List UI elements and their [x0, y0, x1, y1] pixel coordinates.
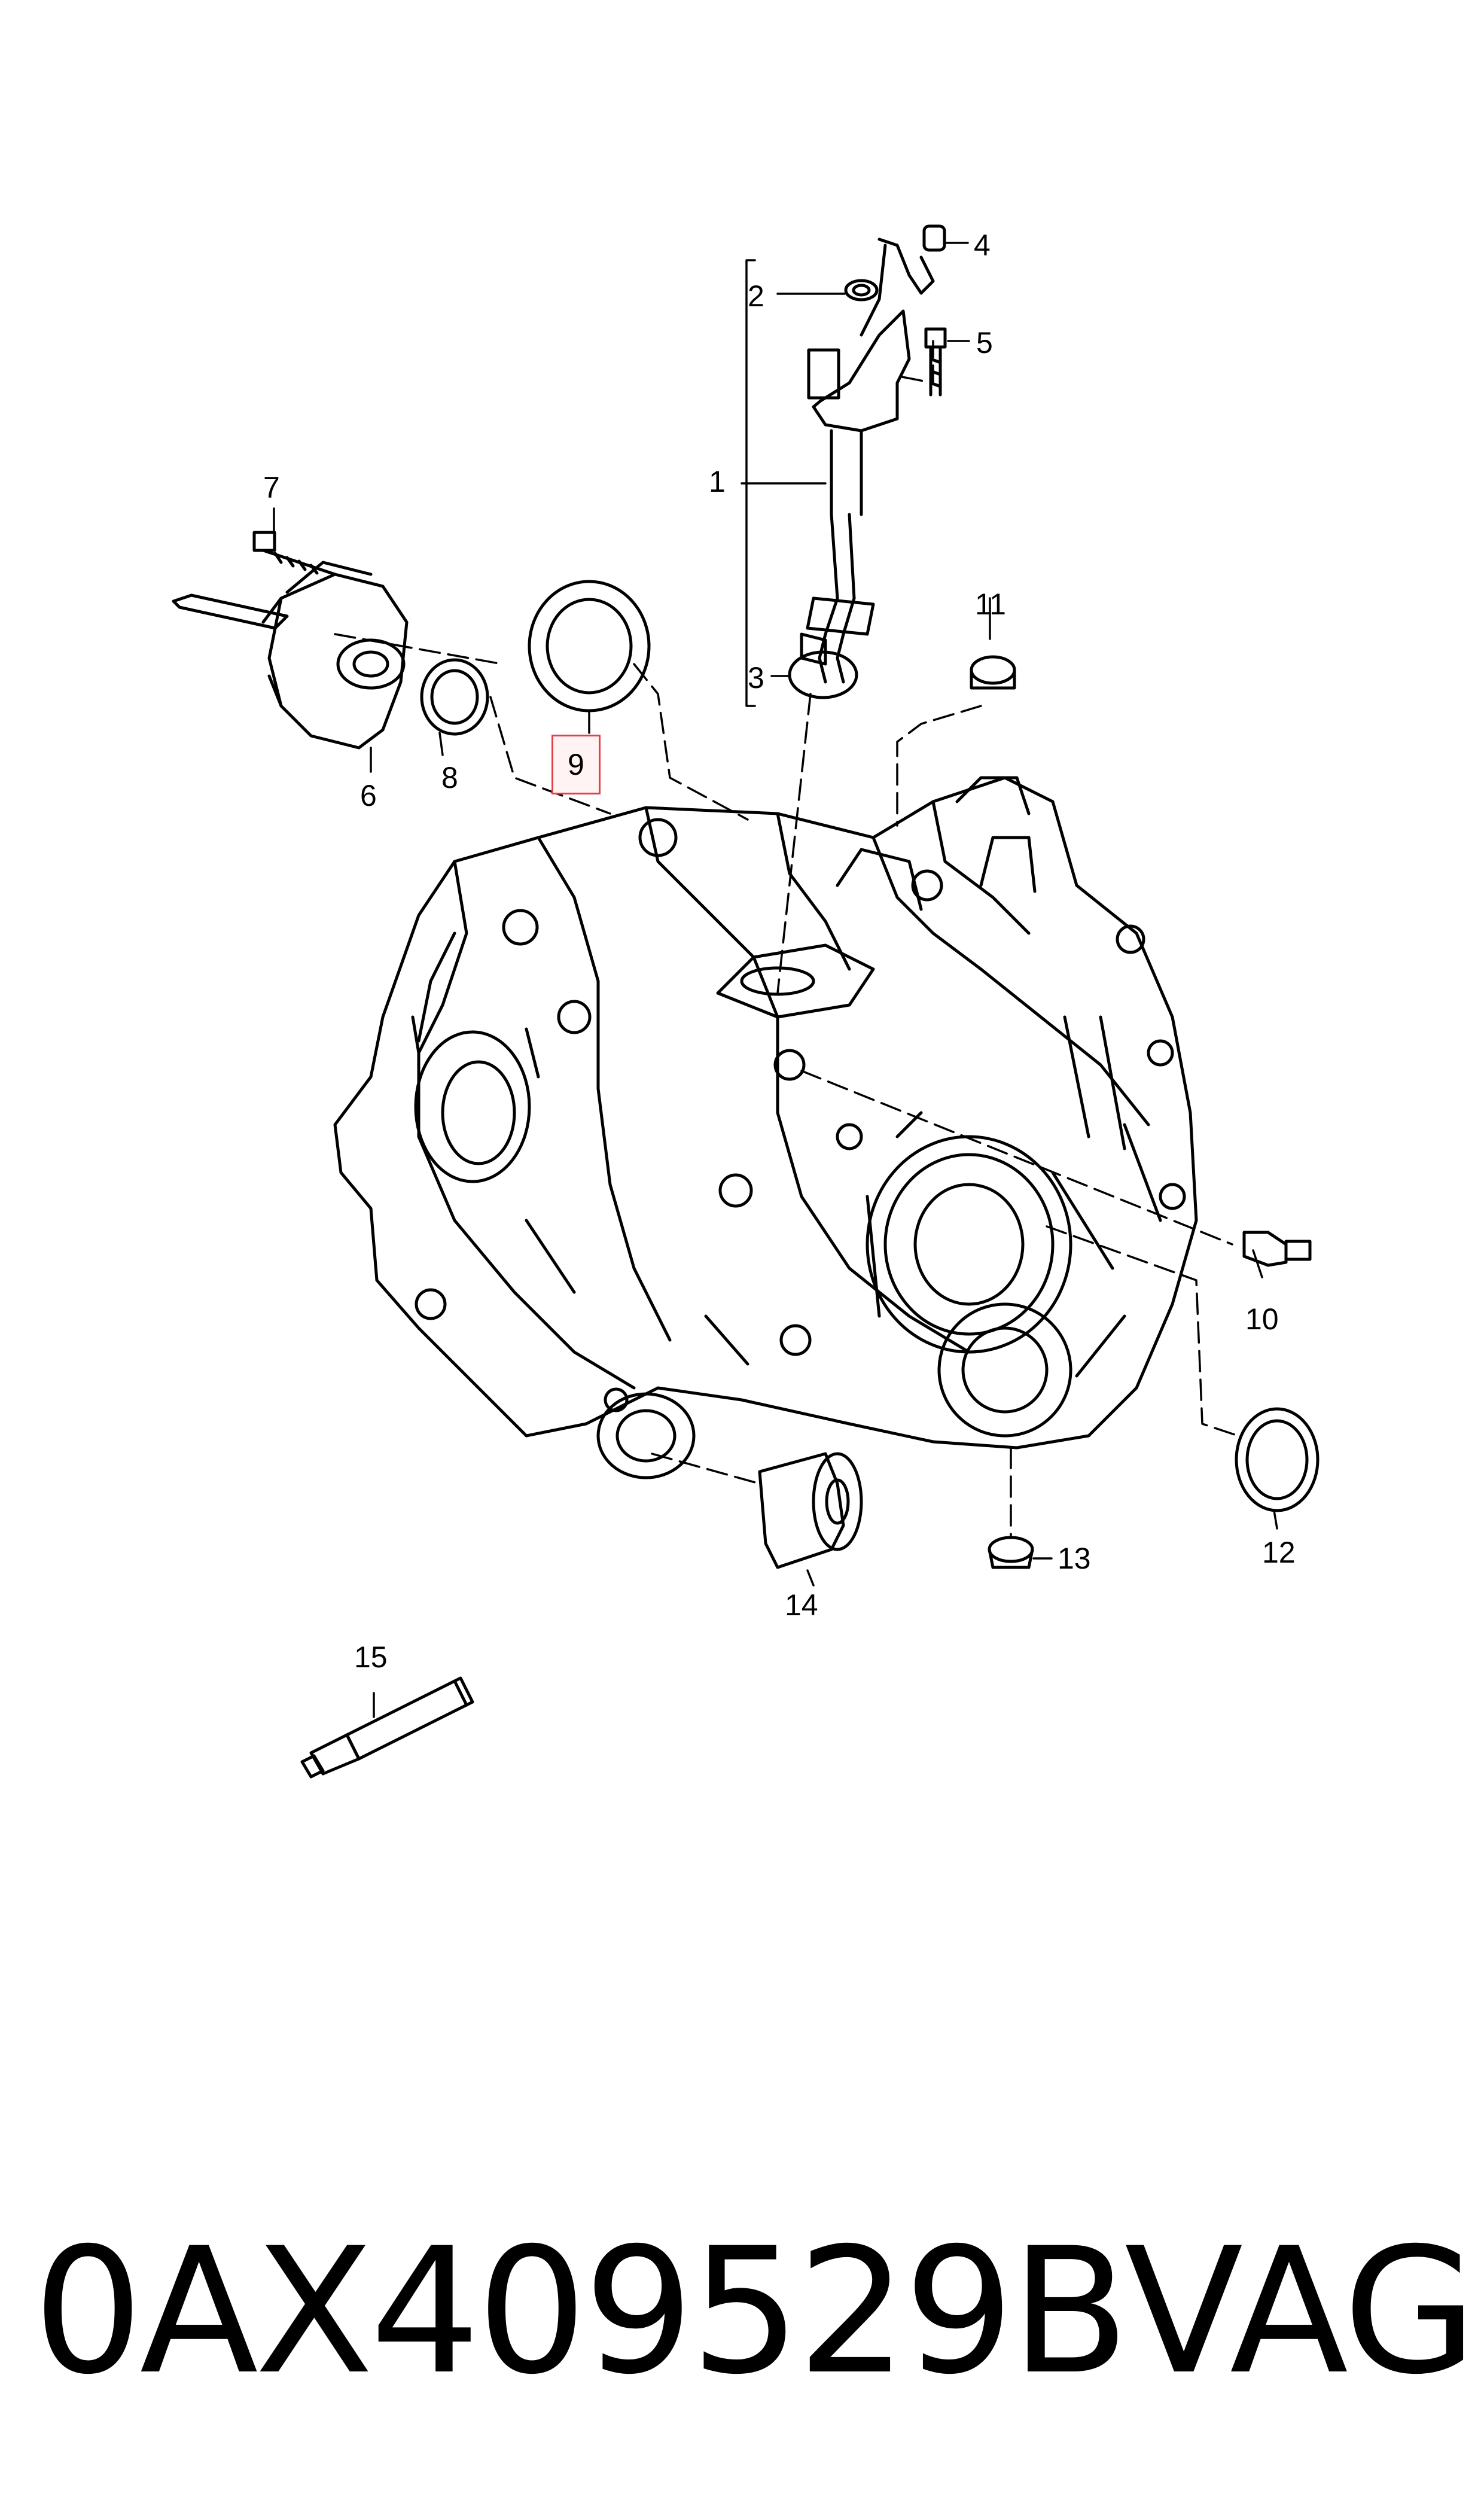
callout-2: 2 — [748, 279, 764, 313]
small-seal — [844, 279, 879, 302]
dashed-leaders — [334, 340, 1239, 1539]
plug-11 — [970, 655, 1016, 690]
callout-7: 7 — [263, 471, 280, 504]
callout-11: 11 — [975, 587, 1006, 621]
bolt-5 — [924, 327, 947, 397]
callout-9[interactable]: 9 — [551, 735, 601, 794]
shaft-seal-9 — [528, 580, 651, 713]
callout-15: 15 — [354, 1640, 388, 1674]
callout-4: 4 — [974, 229, 991, 262]
callout-8: 8 — [441, 761, 458, 794]
leader-lines — [273, 242, 1278, 1718]
o-ring — [788, 650, 858, 699]
callout-3: 3 — [748, 661, 764, 695]
rubber-bush — [758, 1452, 863, 1569]
slave-cylinder — [172, 561, 409, 750]
callout-14: 14 — [785, 1588, 818, 1622]
callout-5: 5 — [976, 326, 993, 360]
exploded-parts-diagram — [172, 224, 1320, 1779]
sealant-tube — [300, 1676, 474, 1779]
callout-12: 12 — [1262, 1536, 1296, 1569]
selector-shaft-assembly — [800, 238, 935, 684]
brand-name: VAG — [1125, 2211, 1477, 2413]
callout-6: 6 — [360, 779, 377, 812]
gearbox-housing — [333, 776, 1198, 1479]
shaft-seal-8 — [420, 658, 489, 736]
part-number: 0AX409529B — [33, 2211, 1130, 2413]
plug-13 — [988, 1536, 1034, 1569]
callout-10: 10 — [1245, 1302, 1279, 1336]
bolt-7 — [252, 531, 337, 576]
large-seal — [1235, 1407, 1320, 1512]
callout-13: 13 — [1058, 1542, 1091, 1575]
callout-1: 1 — [709, 465, 726, 498]
switch-sensor — [1242, 1231, 1312, 1267]
cap — [922, 224, 946, 252]
